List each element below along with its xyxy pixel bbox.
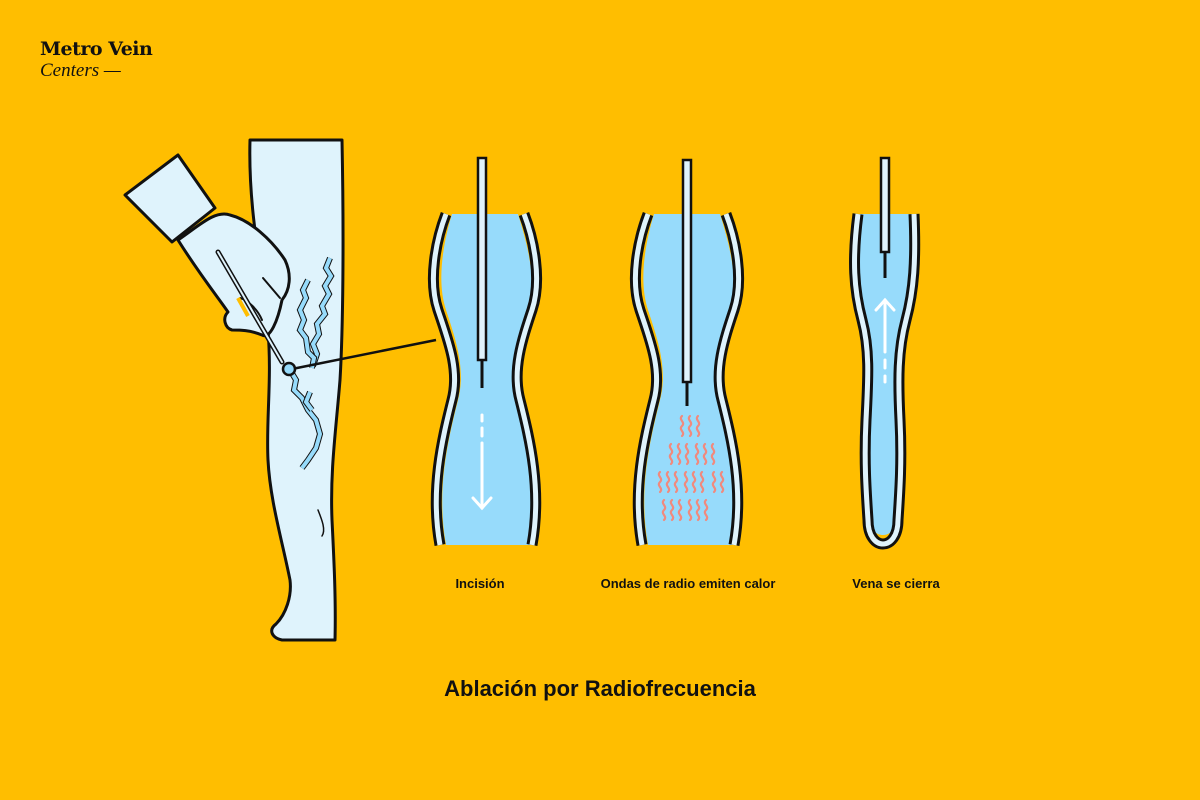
brand-logo: Metro Vein Centers — <box>40 38 153 82</box>
arrow-up-icon <box>874 297 896 384</box>
diagram-title: Ablación por Radiofrecuencia <box>444 676 756 701</box>
callout-pointer <box>281 338 437 377</box>
varicose-veins <box>287 256 335 470</box>
catheter-device <box>215 249 285 365</box>
step-label-incision: Incisión <box>455 576 505 591</box>
vein-step-closed <box>849 156 921 550</box>
arrow-down-icon <box>471 413 493 511</box>
vein-step-incision <box>427 156 543 546</box>
heat-waves-icon <box>657 414 725 522</box>
brand-name: Metro Vein <box>40 38 153 60</box>
brand-subtitle: Centers — <box>40 60 121 81</box>
step-label-closed: Vena se cierra <box>852 576 940 591</box>
vein-step-heat <box>629 158 745 546</box>
step-label-heat: Ondas de radio emiten calor <box>600 576 776 591</box>
